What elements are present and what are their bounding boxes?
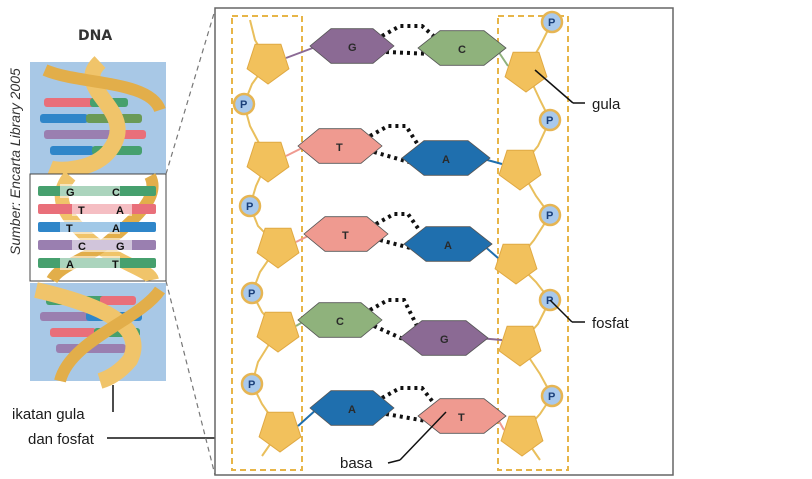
- dna-title: DNA: [78, 28, 112, 44]
- left-backbone-box: [231, 15, 303, 471]
- basa-label: basa: [340, 455, 373, 472]
- base-right-letter: G: [440, 334, 449, 346]
- phosphate-circle: [240, 281, 264, 305]
- hydrogen-bond: [385, 412, 433, 424]
- mini-base-letter: G: [66, 187, 75, 199]
- mini-base-letter: T: [66, 223, 73, 235]
- sugar-phosphate-backbone: [242, 19, 554, 461]
- phosphate-letter: P: [546, 295, 553, 307]
- gula-label: gula: [592, 96, 621, 113]
- mini-base-letter: C: [112, 187, 120, 199]
- phosphate-letter: P: [548, 17, 555, 29]
- base-left-letter: T: [336, 142, 343, 154]
- fosfat-label: fosfat: [592, 315, 630, 332]
- mini-base-letter: A: [116, 205, 124, 217]
- mini-base-letter: T: [112, 259, 119, 271]
- phosphate-letter: P: [246, 201, 253, 213]
- mini-base-letter: G: [116, 241, 125, 253]
- phosphate-letter: P: [546, 210, 553, 222]
- phosphate-groups: P P P P P P P P P: [232, 10, 564, 408]
- base-right-shape: [401, 140, 491, 176]
- base-left-letter: T: [342, 230, 349, 242]
- sugar-pentagon: [498, 149, 542, 191]
- phosphate-circle: [238, 194, 262, 218]
- base-left-shape: [309, 390, 395, 426]
- phosphate-letter: P: [248, 288, 255, 300]
- phosphate-letter: P: [548, 391, 555, 403]
- phosphate-circle: [240, 372, 264, 396]
- sugar-pentagon: [246, 141, 290, 183]
- sugar-pentagon: [246, 43, 290, 85]
- fosfat-pointer: [549, 299, 573, 323]
- base-left-letter: C: [336, 316, 344, 328]
- base-left-letter: A: [348, 404, 356, 416]
- base-right-letter: A: [444, 240, 452, 252]
- base-right-shape: [417, 30, 507, 66]
- mini-base-letter: C: [78, 241, 86, 253]
- mini-base-letter: T: [78, 205, 85, 217]
- phosphate-circle: [232, 92, 256, 116]
- phosphate-letter: P: [248, 379, 255, 391]
- base-left-shape: [297, 128, 383, 164]
- sugar-pentagon: [498, 325, 542, 367]
- sugar-pentagon: [256, 311, 300, 353]
- basa-pointer: [399, 411, 447, 461]
- phosphate-letter: P: [546, 115, 553, 127]
- hydrogen-bond: [369, 124, 422, 150]
- hydrogen-bond: [381, 24, 438, 40]
- base-right-letter: C: [458, 44, 466, 56]
- ikatan-label-line2: dan fosfat: [28, 431, 95, 448]
- base-left-shape: [297, 302, 383, 338]
- zoom-line-bottom: [165, 280, 216, 476]
- nitrogen-bases: G C T A T A C G A T: [297, 28, 507, 434]
- helix-top-ribbon-b: [42, 64, 166, 113]
- right-backbone-box: [497, 15, 569, 471]
- phosphate-circle: [540, 10, 564, 34]
- phosphate-circle: [538, 203, 562, 227]
- helix-bottom-ribbon-a: [34, 282, 142, 389]
- sugar-pentagon: [504, 51, 548, 93]
- base-left-shape: [303, 216, 389, 252]
- base-right-letter: T: [458, 412, 465, 424]
- phosphate-circle: [538, 108, 562, 132]
- ikatan-label-line1: ikatan gula: [12, 406, 85, 423]
- source-credit: Sumber: Encarta Library 2005: [7, 68, 23, 255]
- sugar-pentagon: [258, 411, 302, 453]
- mini-base-letter: A: [66, 259, 74, 271]
- sugar-pentagon: [500, 415, 544, 457]
- gula-pointer: [534, 69, 574, 104]
- sugar-pentagon: [256, 227, 300, 269]
- base-right-shape: [417, 398, 507, 434]
- base-right-shape: [403, 226, 493, 262]
- base-right-letter: A: [442, 154, 450, 166]
- base-left-shape: [309, 28, 395, 64]
- base-right-shape: [399, 320, 489, 356]
- phosphate-letter: P: [240, 99, 247, 111]
- base-left-letter: G: [348, 42, 357, 54]
- mini-base-letter: A: [112, 223, 120, 235]
- phosphate-circle: [540, 384, 564, 408]
- helix-bottom-ribbon-b: [54, 286, 165, 383]
- hydrogen-bond: [369, 298, 420, 329]
- sugar-pentagon: [494, 243, 538, 285]
- hydrogen-bond: [385, 50, 433, 56]
- zoom-line-top: [165, 9, 216, 175]
